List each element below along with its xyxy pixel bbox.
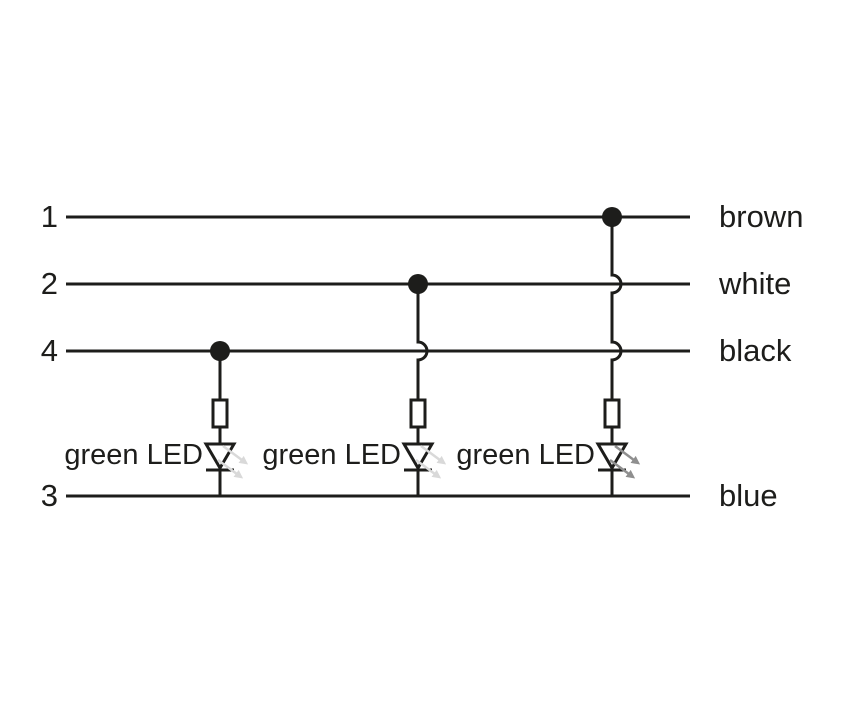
led-triangle: [595, 442, 629, 471]
junction-dot-pin1: [602, 207, 622, 227]
emission-arrow-icon: [609, 458, 636, 479]
emission-arrow-icon: [415, 458, 442, 479]
pin-label-3: 3: [41, 478, 58, 513]
pin-label-1: 1: [41, 199, 58, 234]
emission-arrow-icon: [614, 444, 641, 465]
branch-3-vertical-wire: [610, 217, 623, 496]
led-branch-2: green LED: [262, 274, 447, 496]
junction-dot-pin2: [408, 274, 428, 294]
led-branch-1: green LED: [64, 341, 249, 496]
led-branch-3: green LED: [456, 207, 641, 496]
emission-arrow-icon: [420, 444, 447, 465]
led-triangle: [203, 442, 237, 471]
resistor-symbol: [211, 398, 229, 429]
led-emission-arrows: [217, 444, 249, 479]
pin-label-2: 2: [41, 266, 58, 301]
led-label-2: green LED: [262, 439, 401, 471]
pin-label-4: 4: [41, 333, 58, 368]
resistor-symbol: [603, 398, 621, 429]
wires: [66, 215, 690, 498]
led-label-3: green LED: [456, 439, 595, 471]
color-label-black: black: [719, 333, 792, 368]
emission-arrow-icon: [222, 444, 249, 465]
color-label-white: white: [718, 266, 791, 301]
wire-color-labels: brown white black blue: [718, 199, 803, 513]
led-emission-arrows: [415, 444, 447, 479]
emission-arrow-icon: [217, 458, 244, 479]
led-emission-arrows: [609, 444, 641, 479]
junction-dot-pin4: [210, 341, 230, 361]
branch-2-vertical-wire: [416, 284, 429, 496]
led-triangle: [401, 442, 435, 471]
color-label-brown: brown: [719, 199, 803, 234]
color-label-blue: blue: [719, 478, 778, 513]
resistor-symbol: [409, 398, 427, 429]
led-label-1: green LED: [64, 439, 203, 471]
pin-labels: 1 2 4 3: [41, 199, 58, 513]
